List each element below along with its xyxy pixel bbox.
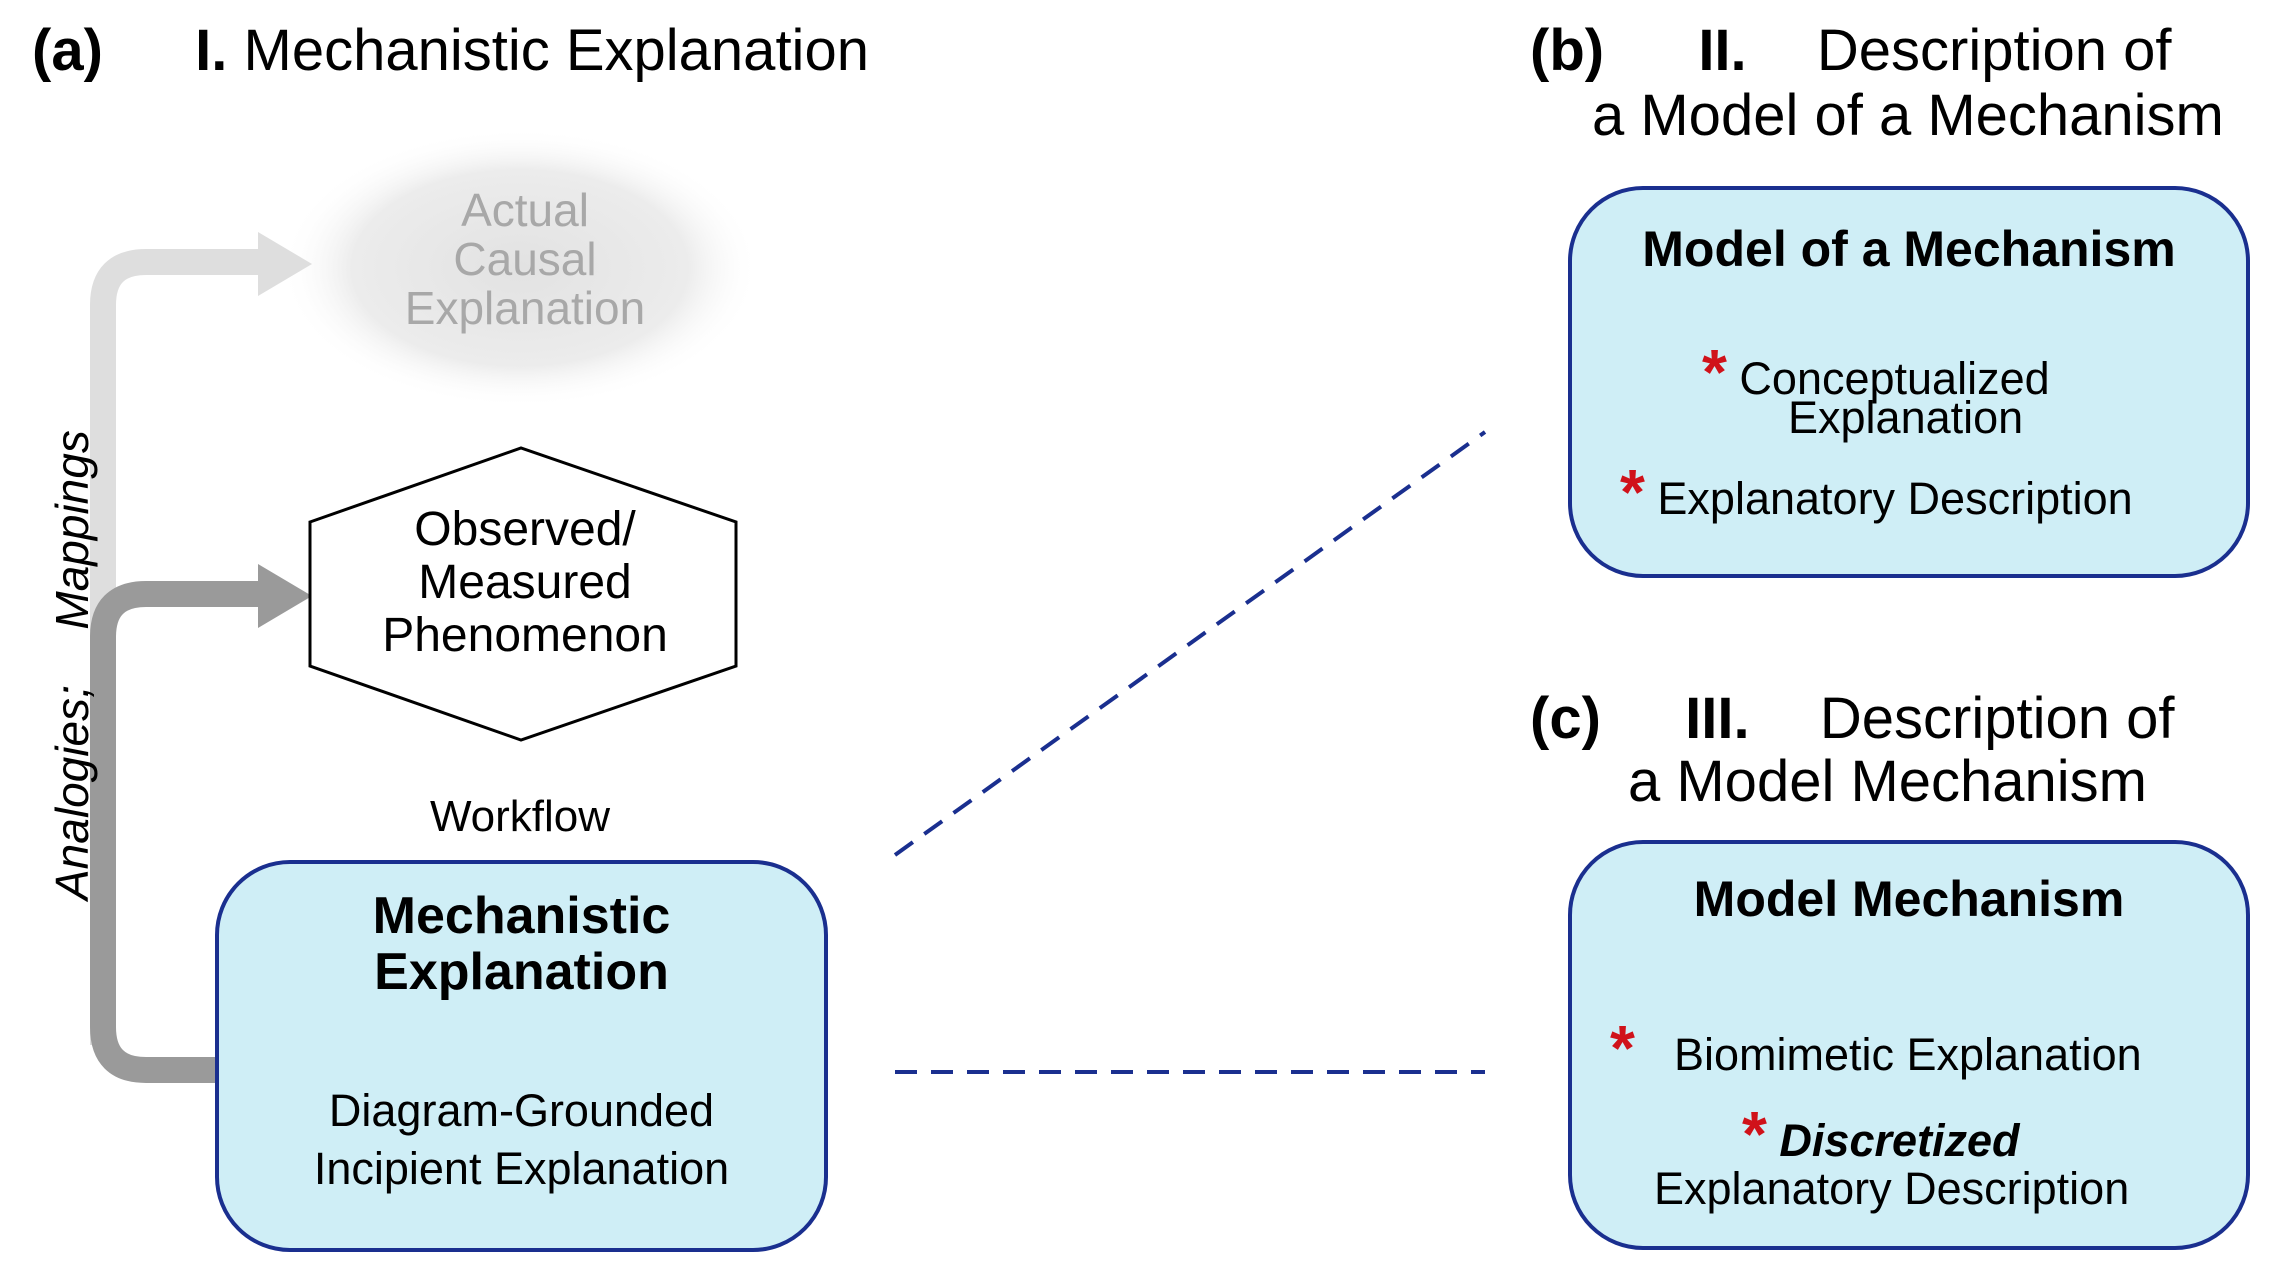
light-analogy-arrow (90, 249, 272, 1045)
discretized-line-2: Explanatory Description (1654, 1163, 2130, 1214)
panel-c-title-line-1: Description of (1819, 686, 2175, 751)
discretized-text: Discretized (1779, 1115, 2020, 1166)
conceptualized-line-1: Conceptualized (1739, 353, 2050, 404)
panel-c-letter: (c) (1530, 686, 1601, 751)
red-asterisk-icon: * (1702, 336, 1727, 408)
observed-phenomenon-hexagon (308, 446, 738, 742)
panel-a-roman: I. (195, 18, 228, 83)
model-of-a-mechanism-title: Model of a Mechanism (1642, 221, 2176, 277)
conceptualized-line-2: Explanation (1788, 392, 2024, 443)
actual-line-2: Causal (453, 233, 597, 285)
observed-line-1: Observed/ (414, 503, 636, 556)
actual-line-3: Explanation (404, 282, 646, 334)
observed-line-2: Measured (418, 556, 632, 609)
light-arrow-head (258, 232, 312, 296)
observed-phenomenon-label: Observed/ Measured Phenomenon (330, 503, 720, 662)
discretized-item: * Discretized (1742, 1102, 2020, 1166)
panel-c-roman: III. (1685, 686, 1750, 751)
mappings-text: Mappings (46, 430, 98, 630)
mechanistic-explanation-box: Mechanistic Explanation Diagram-Grounded… (215, 860, 828, 1252)
dark-analogy-arrow (90, 581, 272, 1083)
panel-a-heading: (a) I. Mechanistic Explanation (32, 22, 869, 80)
biomimetic-item: * Biomimetic Explanation (1610, 1016, 2142, 1080)
mechanistic-title-line-2: Explanation (374, 943, 669, 1001)
workflow-label: Workflow (429, 792, 611, 841)
model-mechanism-box: Model Mechanism * Biomimetic Explanation… (1568, 840, 2250, 1250)
panel-b-title-line-1: Description of (1816, 18, 2172, 83)
explanatory-description-item: * Explanatory Description (1620, 460, 2133, 524)
actual-causal-explanation: Actual Causal Explanation (370, 186, 680, 333)
conceptualized-item: * Conceptualized (1702, 340, 2050, 404)
mechanistic-box-subtitle: Diagram-Grounded Incipient Explanation (219, 1082, 824, 1198)
analogies-mappings-label: Analogies; Mappings (45, 340, 105, 900)
observed-line-3: Phenomenon (382, 609, 668, 662)
actual-explanation-cloud (280, 128, 760, 408)
model-mechanism-title: Model Mechanism (1693, 871, 2125, 927)
model-of-a-mechanism-box: Model of a Mechanism * Conceptualized Ex… (1568, 186, 2250, 578)
red-asterisk-icon: * (1610, 1012, 1635, 1084)
panel-a-letter: (a) (32, 18, 103, 83)
mechanistic-sub-line-2: Incipient Explanation (313, 1143, 730, 1194)
panel-b-title-line-2: a Model of a Mechanism (1592, 83, 2224, 148)
mechanistic-box-title: Mechanistic Explanation (219, 888, 824, 1000)
red-asterisk-icon: * (1742, 1098, 1767, 1170)
panel-c-title-line-2: a Model Mechanism (1628, 749, 2147, 814)
panel-a-title: Mechanistic Explanation (243, 18, 869, 83)
mechanistic-sub-line-1: Diagram-Grounded (328, 1085, 715, 1136)
panel-b-letter: (b) (1530, 18, 1605, 83)
biomimetic-text: Biomimetic Explanation (1673, 1029, 2142, 1080)
panel-b-roman: II. (1698, 18, 1747, 83)
explanatory-description-text: Explanatory Description (1657, 473, 2133, 524)
actual-line-1: Actual (461, 184, 589, 236)
dark-arrow-head (258, 564, 312, 628)
panel-b-heading: (b) II. Description of (1530, 22, 2172, 80)
dashed-connector-upper (893, 430, 1487, 857)
mechanistic-title-line-1: Mechanistic (372, 887, 671, 945)
red-asterisk-icon: * (1620, 456, 1645, 528)
panel-c-heading: (c) III. Description of (1530, 690, 2174, 748)
analogies-text: Analogies; (46, 685, 98, 900)
